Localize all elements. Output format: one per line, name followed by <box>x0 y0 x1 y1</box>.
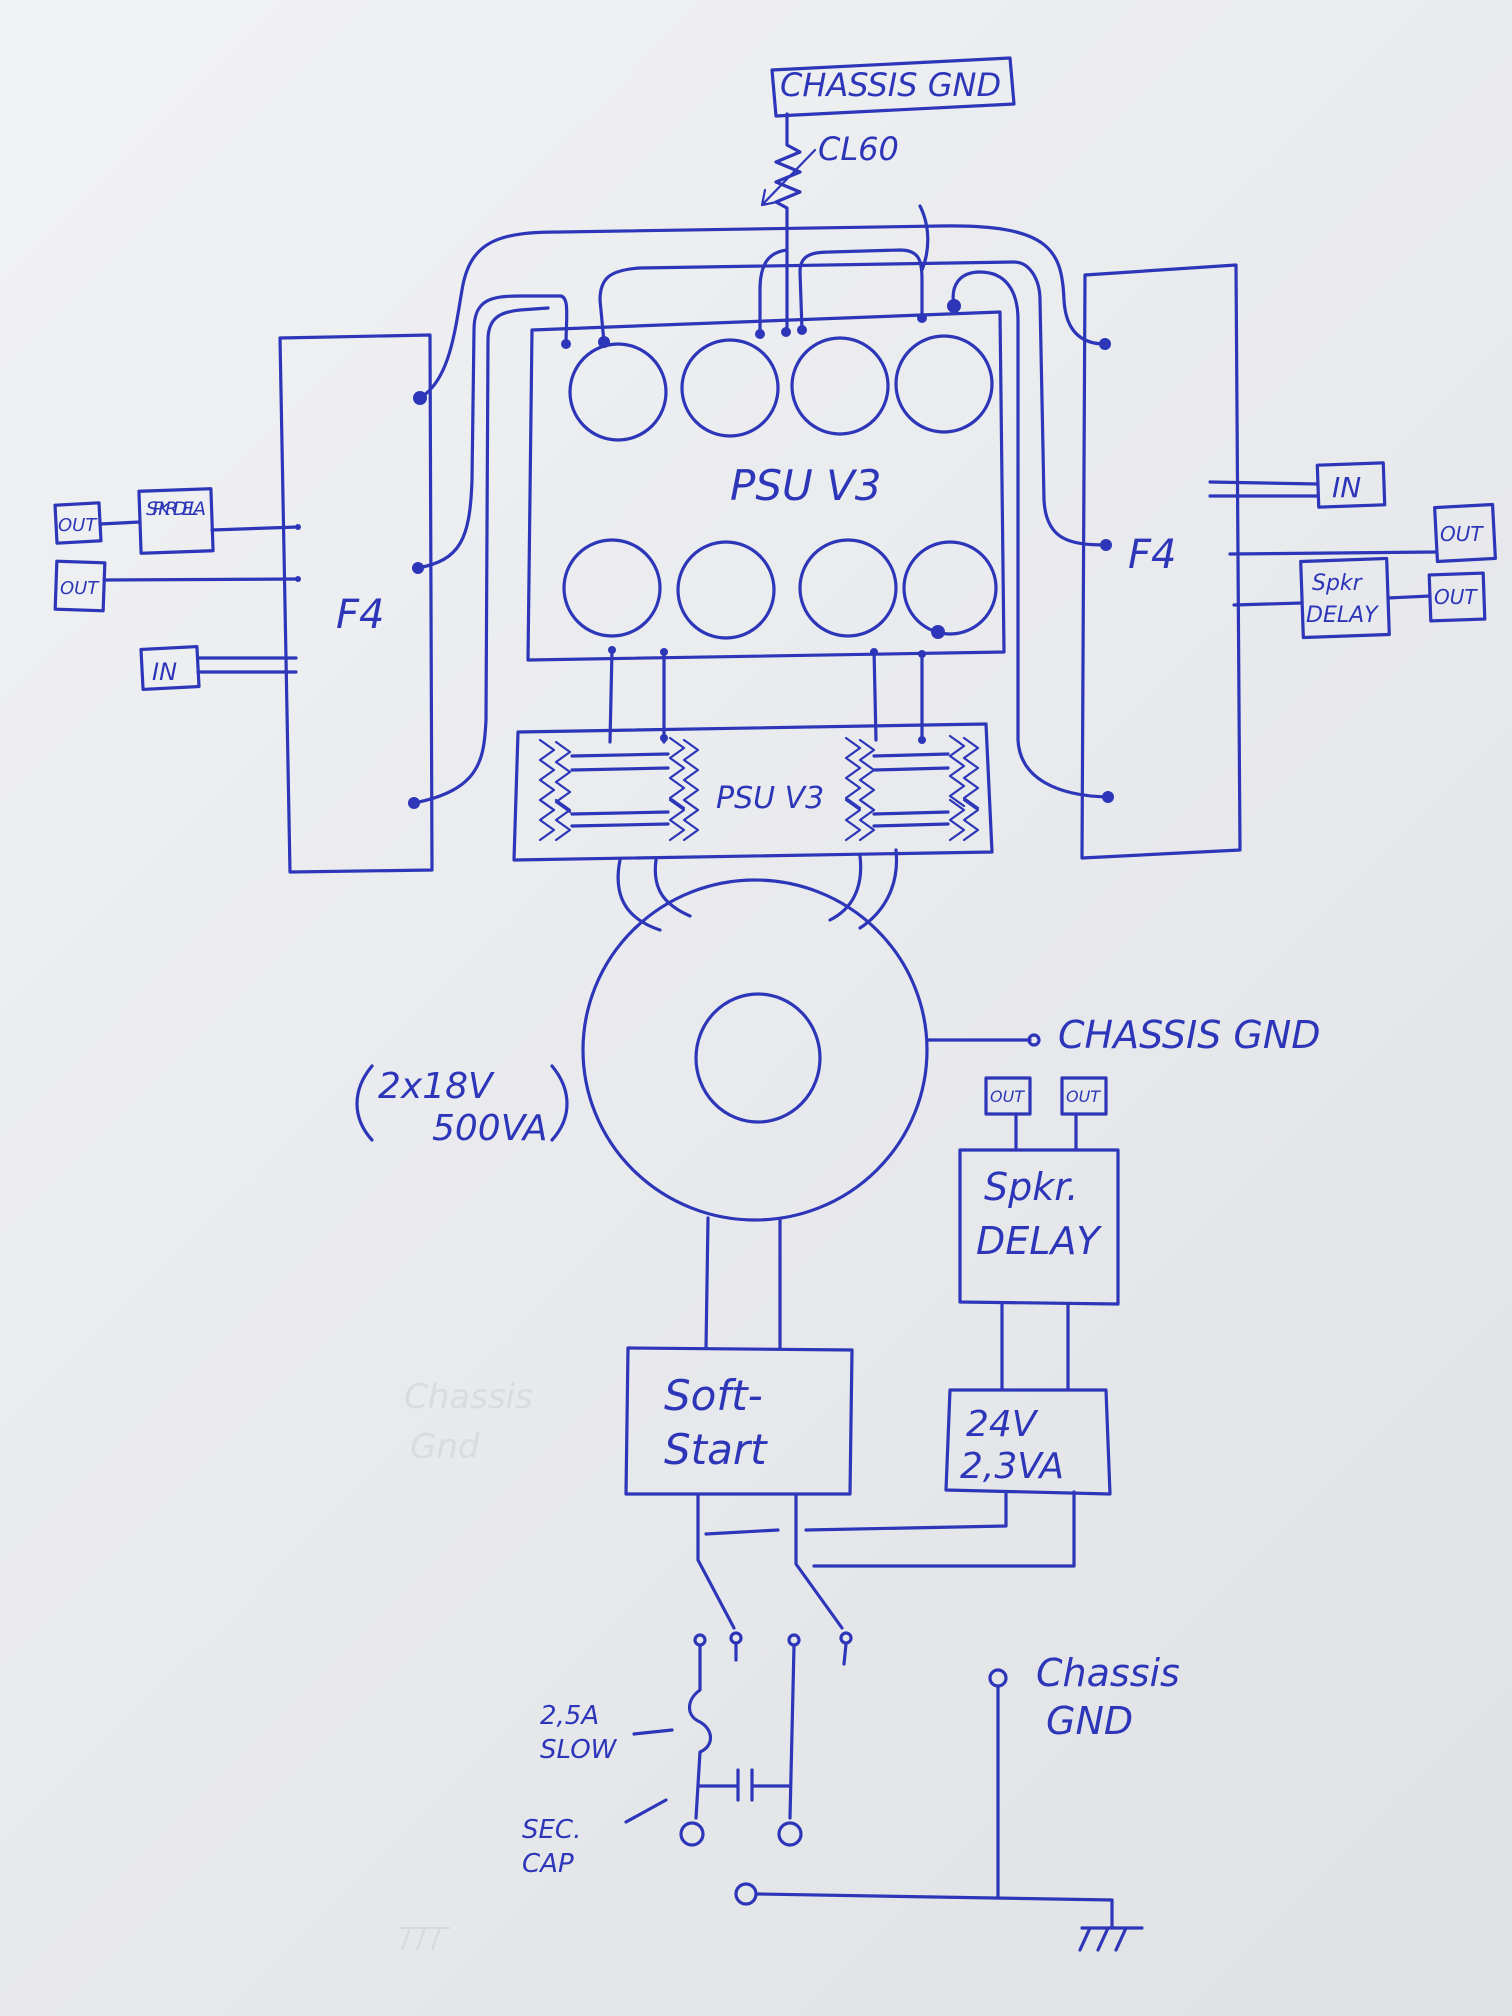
fuse-rating: 2,5A <box>540 1701 599 1731</box>
psu-interconnect <box>608 646 926 744</box>
capacitor <box>902 540 998 636</box>
in-right-label: IN <box>1332 471 1361 504</box>
psu-to-f4-wiring <box>412 204 1110 805</box>
chassis-gnd-bottom: Chassis GND <box>734 1651 1180 1952</box>
psu-top-board: PSU V3 <box>526 299 1006 662</box>
f4-left-board: F4 <box>278 333 434 874</box>
right-io: IN OUT Spkr DELAY OUT <box>1208 461 1497 640</box>
erased-marks: Chassis Gnd <box>400 1377 533 1951</box>
spkr-delay-mid-line1: Spkr. <box>984 1165 1078 1209</box>
capacitor <box>562 538 662 638</box>
transformer-rating-2: 500VA <box>432 1108 548 1149</box>
capacitor <box>680 338 780 438</box>
aux-tx-line2: 2,3VA <box>960 1446 1064 1487</box>
aux-transformer-24v: 24V 2,3VA <box>944 1388 1112 1496</box>
out-right-1-label: OUT <box>1440 522 1484 546</box>
faint-text-2: Gnd <box>410 1427 480 1467</box>
spkr-delay-right-line2: DELAY <box>1306 603 1379 628</box>
capacitor <box>568 342 668 442</box>
capacitor <box>894 334 994 434</box>
fuse-type: SLOW <box>540 1735 618 1765</box>
f4-left-label: F4 <box>336 592 384 638</box>
f4-right-label: F4 <box>1128 532 1176 578</box>
soft-start-line1: Soft- <box>664 1371 763 1420</box>
spkr-delay-mid-line2: DELAY <box>976 1219 1102 1263</box>
out-mid-2-label: OUT <box>1066 1087 1101 1106</box>
toroidal-transformer: CHASSIS GND 2x18V 500VA <box>355 848 1321 1222</box>
chassis-gnd-top: CHASSIS GND <box>770 56 1016 118</box>
mains-input-section: 2,5A SLOW SEC. CAP <box>522 1490 1076 1879</box>
cl60-thermistor: CL60 <box>760 112 899 232</box>
chassis-gnd-bottom-line1: Chassis <box>1036 1651 1180 1695</box>
out-right-2-label: OUT <box>1434 585 1478 609</box>
spkr-delay-left-label: SPKR DELA <box>146 498 206 520</box>
chassis-gnd-bottom-line2: GND <box>1046 1699 1133 1743</box>
f4-right-board: F4 <box>1080 263 1242 860</box>
capacitor <box>676 540 776 640</box>
soft-start-line2: Start <box>664 1425 768 1474</box>
spkr-delay-right-line1: Spkr <box>1312 571 1364 596</box>
cap-label-2: CAP <box>522 1849 574 1879</box>
cl60-label: CL60 <box>818 130 899 168</box>
chassis-gnd-mid-label: CHASSIS GND <box>1058 1013 1321 1057</box>
spkr-delay-mid: OUT OUT Spkr. DELAY <box>958 1076 1120 1390</box>
faint-text-1: Chassis <box>404 1377 533 1417</box>
psu-bottom-board: PSU V3 <box>512 722 994 862</box>
psu-top-label: PSU V3 <box>730 461 882 510</box>
out-left-1-label: OUT <box>58 515 98 536</box>
transformer-rating-1: 2x18V <box>378 1066 495 1107</box>
left-outputs: OUT SPKR DELA OUT IN <box>53 487 300 692</box>
capacitor <box>790 336 890 436</box>
chassis-gnd-top-label: CHASSIS GND <box>780 66 1001 104</box>
soft-start-module: Soft- Start <box>624 1216 854 1496</box>
psu-bottom-label: PSU V3 <box>716 781 824 816</box>
out-mid-1-label: OUT <box>990 1087 1025 1106</box>
out-left-2-label: OUT <box>60 578 100 599</box>
cap-label-1: SEC. <box>522 1815 581 1845</box>
aux-tx-line1: 24V <box>966 1404 1039 1445</box>
capacitor <box>798 538 898 638</box>
in-left-label: IN <box>152 658 177 686</box>
